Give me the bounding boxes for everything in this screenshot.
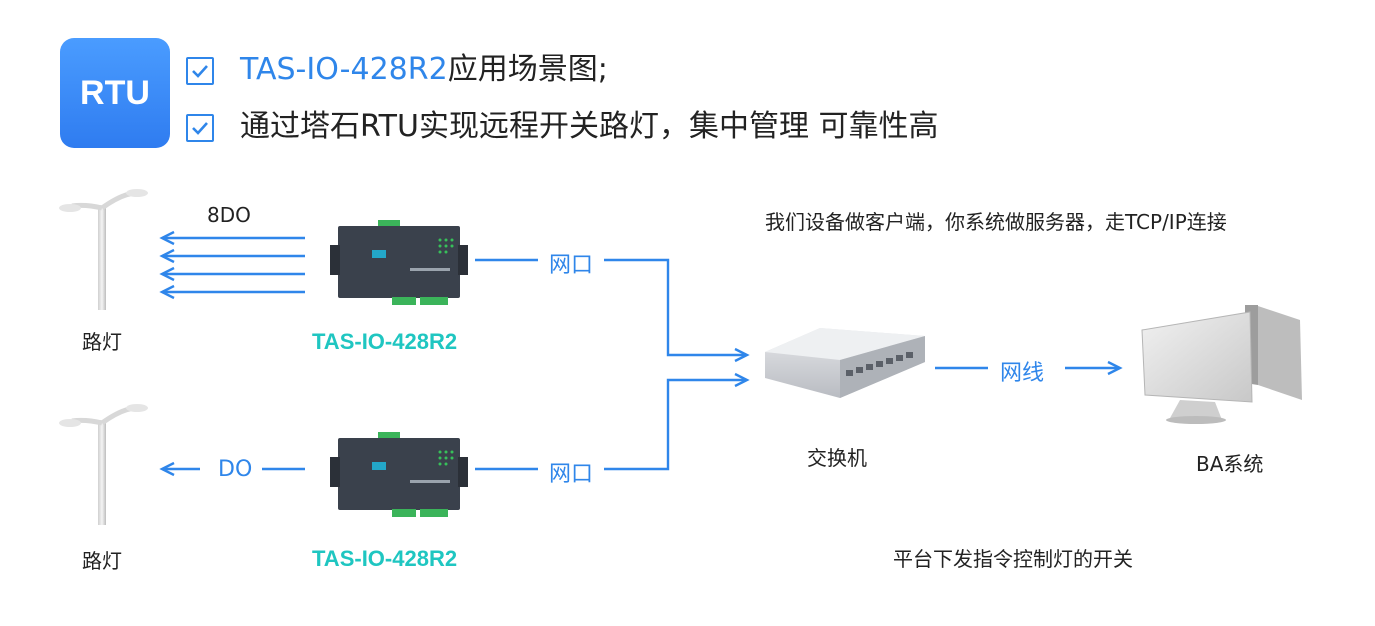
platform-note: 平台下发指令控制灯的开关	[893, 547, 1133, 571]
headline-model: TAS-IO-428R2	[240, 52, 448, 87]
rtu-badge: RTU	[60, 38, 170, 148]
switch-label: 交换机	[807, 446, 867, 470]
device-name-2: TAS-IO-428R2	[312, 546, 458, 571]
lamp-label-2: 路灯	[82, 549, 122, 573]
lamp-label-1: 路灯	[82, 330, 122, 354]
rtu-device-icon	[330, 220, 468, 305]
device-name-1: TAS-IO-428R2	[312, 329, 458, 354]
network-switch-icon	[765, 328, 925, 398]
net-port-label-2: 网口	[549, 462, 594, 487]
client-server-note: 我们设备做客户端，你系统做服务器，走TCP/IP连接	[765, 210, 1227, 234]
headline-line1: TAS-IO-428R2应用场景图;	[240, 52, 608, 88]
server-label: BA系统	[1196, 452, 1264, 476]
headline-line2: 通过塔石RTU实现远程开关路灯，集中管理 可靠性高	[240, 109, 939, 144]
headline-title: 应用场景图;	[447, 52, 608, 87]
do-arrow-bottom	[159, 461, 305, 477]
server-computer-icon	[1141, 305, 1302, 424]
cable-label: 网线	[1000, 361, 1045, 386]
do-bottom-label: DO	[218, 457, 253, 482]
cable-link	[935, 360, 1123, 376]
network-links	[475, 258, 750, 471]
do-top-label: 8DO	[207, 203, 251, 227]
street-lamp-icon	[59, 189, 148, 310]
street-lamp-icon	[59, 404, 148, 525]
checkbox-icon	[186, 57, 214, 85]
do-arrows-top	[159, 230, 305, 300]
net-port-label-1: 网口	[549, 253, 594, 278]
rtu-badge-text: RTU	[80, 73, 150, 112]
checkbox-icon	[186, 114, 214, 142]
rtu-device-icon	[330, 432, 468, 517]
